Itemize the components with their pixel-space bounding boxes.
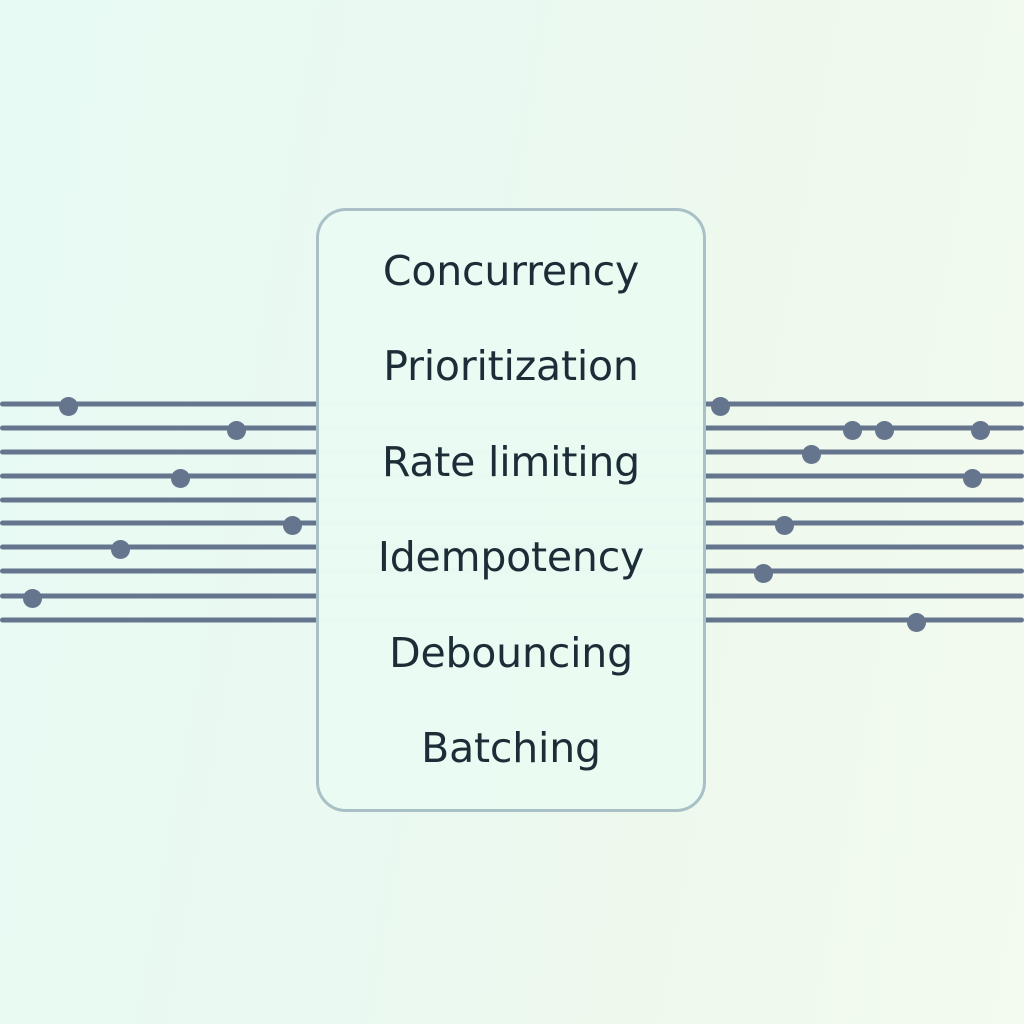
rail-node-right	[753, 564, 773, 583]
rail-node-right	[906, 613, 926, 632]
rail-node-left	[282, 516, 302, 535]
rail-node-right	[970, 421, 990, 440]
rail-node-left	[22, 589, 42, 608]
rail-node-left	[226, 421, 246, 440]
concept-item-prioritization: Prioritization	[383, 342, 639, 390]
rail-node-left	[170, 469, 190, 488]
rail-node-right	[842, 421, 862, 440]
rail-node-right	[874, 421, 894, 440]
rail-node-right	[962, 469, 982, 488]
rail-node-right	[774, 516, 794, 535]
concept-item-batching: Batching	[421, 724, 601, 772]
rail-node-left	[58, 397, 78, 416]
concept-item-rate-limiting: Rate limiting	[381, 437, 641, 486]
concept-item-debouncing: Debouncing	[389, 628, 633, 677]
concept-item-concurrency: Concurrency	[382, 246, 640, 295]
concept-item-idempotency: Idempotency	[377, 533, 645, 581]
rail-node-right	[710, 397, 730, 416]
concept-card: Concurrency Prioritization Rate limiting…	[316, 208, 706, 812]
rail-node-left	[110, 540, 130, 559]
rail-node-right	[801, 445, 821, 464]
